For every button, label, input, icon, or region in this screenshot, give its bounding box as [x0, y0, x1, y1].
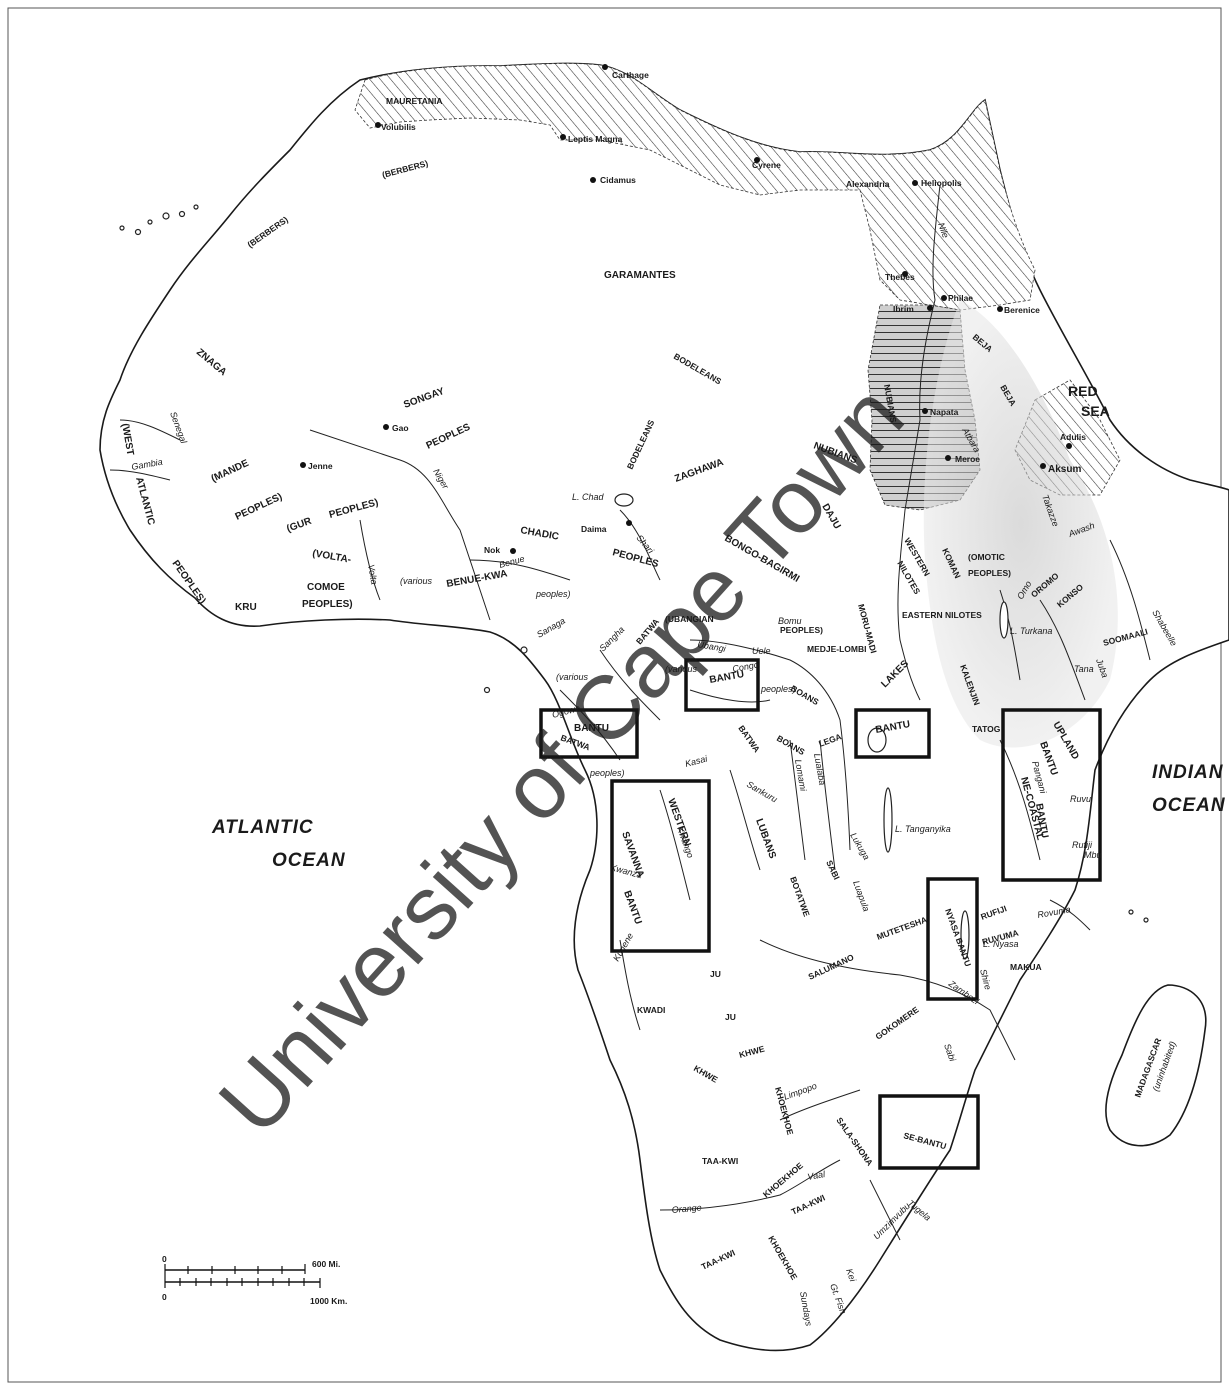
- box-upland-ne-coastal-bantu: [1001, 708, 1102, 882]
- people-label: TAA-KWI: [702, 1156, 738, 1166]
- place-label: Meroe: [955, 454, 980, 464]
- place-label: Napata: [930, 407, 959, 417]
- place-label: Alexandria: [846, 179, 890, 189]
- people-label: COMOE: [307, 582, 345, 593]
- river-label: Uele: [752, 646, 771, 656]
- people-label: PEOPLES): [968, 568, 1011, 578]
- place-label: Berenice: [1004, 305, 1040, 315]
- people-label: (various: [665, 664, 698, 674]
- indian-ocean-label-line1: INDIAN: [1152, 762, 1224, 783]
- people-label: MEDJE-LOMBI: [807, 644, 867, 654]
- place-label: Cyrene: [752, 160, 781, 170]
- people-label: (various: [556, 672, 589, 682]
- river-label: Bomu: [778, 616, 802, 626]
- people-label: MAURETANIA: [386, 96, 443, 106]
- people-label: EASTERN NILOTES: [902, 610, 982, 620]
- highland-shading: [923, 300, 1118, 748]
- scale-miles-label: 600 Mi.: [312, 1259, 340, 1269]
- atlantic-ocean-label-line1: ATLANTIC: [211, 817, 314, 838]
- box-western-savanna-bantu: [610, 779, 711, 953]
- river-network: [109, 184, 1151, 1241]
- people-label: KRU: [235, 602, 257, 613]
- frame-border: [7, 7, 1222, 1383]
- river-label: Congo: [732, 660, 760, 674]
- people-label: MAKUA: [1010, 962, 1042, 972]
- people-label: (various: [400, 576, 433, 586]
- box-nyasa-bantu: [926, 877, 979, 1001]
- people-label: TATOG: [972, 724, 1001, 734]
- place-label: Aksum: [1048, 464, 1081, 475]
- scale-zero-bottom: 0: [162, 1292, 167, 1302]
- people-label: JU: [710, 969, 721, 979]
- place-label: Leptis Magna: [568, 134, 623, 144]
- people-label: KWADI: [637, 1005, 665, 1015]
- river-label: Kei: [844, 1267, 858, 1284]
- place-label: Adulis: [1060, 432, 1086, 442]
- people-label: GARAMANTES: [604, 270, 676, 281]
- river-label: Ruvu: [1070, 794, 1091, 804]
- scale-km-label: 1000 Km.: [310, 1296, 347, 1306]
- place-label: Jenne: [308, 461, 333, 471]
- river-label: Volta: [366, 564, 379, 586]
- place-label: Daima: [581, 524, 607, 534]
- lake-label: L. Tanganyika: [895, 824, 951, 834]
- red-sea-label-line2: SEA: [1081, 403, 1110, 419]
- box-bantu-congo: [684, 658, 760, 712]
- people-label: (OMOTIC: [968, 552, 1005, 562]
- scale-bar: 0 600 Mi. 0 1000 Km.: [162, 1254, 347, 1306]
- river-label: Rufiji: [1072, 840, 1093, 850]
- river-label: Vaal: [807, 1169, 827, 1182]
- bantu-highlight-boxes: [539, 658, 1102, 1170]
- people-label: JU: [725, 1012, 736, 1022]
- scale-zero-top: 0: [162, 1254, 167, 1264]
- lake-label: L. Turkana: [1010, 626, 1052, 636]
- place-label: Volubilis: [381, 122, 416, 132]
- river-label: Mbu: [1084, 850, 1102, 860]
- river-label: Orange: [671, 1202, 702, 1215]
- place-label: Thebes: [885, 272, 915, 282]
- river-label: Nile: [936, 221, 951, 239]
- lake-label: L. Nyasa: [983, 939, 1019, 949]
- place-label: Cidamus: [600, 175, 636, 185]
- people-label: BANTU: [574, 723, 609, 734]
- indian-ocean-label-line2: OCEAN: [1152, 795, 1226, 816]
- box-lakes-bantu: [854, 708, 931, 759]
- lakes: [614, 493, 1009, 960]
- river-label: Tana: [1074, 664, 1094, 674]
- atlantic-ocean-label-line2: OCEAN: [272, 850, 346, 871]
- people-label: peoples): [589, 768, 625, 778]
- people-label: PEOPLES): [780, 625, 823, 635]
- atlantic-islands: [119, 204, 1149, 923]
- red-sea-label-line1: RED: [1068, 383, 1098, 399]
- place-label: Nok: [484, 545, 500, 555]
- madagascar-island: [1105, 984, 1207, 1147]
- place-label: Ibrim: [893, 304, 914, 314]
- place-label: Gao: [392, 423, 409, 433]
- place-label: Philae: [948, 293, 973, 303]
- people-label: (UBANGIAN: [665, 614, 714, 624]
- place-labels: Carthage Volubilis Leptis Magna Cyrene A…: [308, 70, 1086, 555]
- place-label: Heliopolis: [921, 178, 962, 188]
- lake-labels: L. Chad L. Turkana L. Tanganyika L. Nyas…: [572, 492, 1052, 949]
- people-label: PEOPLES): [302, 599, 353, 610]
- box-bantu-west: [539, 708, 639, 759]
- settlement-markers: [300, 64, 1072, 554]
- people-label: peoples): [535, 589, 571, 599]
- lake-label: L. Chad: [572, 492, 605, 502]
- box-se-bantu: [878, 1094, 980, 1170]
- people-label: peoples): [760, 684, 796, 694]
- place-label: Carthage: [612, 70, 649, 80]
